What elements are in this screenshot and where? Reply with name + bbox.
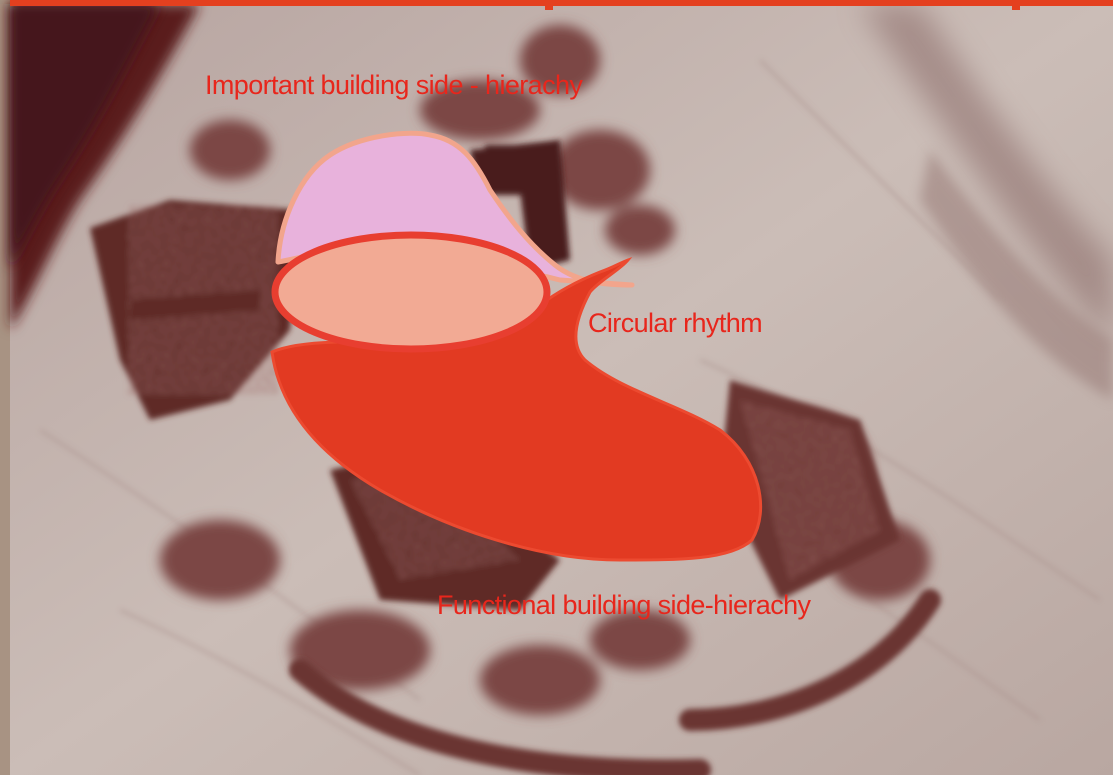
top-bar-notch xyxy=(545,0,553,10)
top-bar-notch-right xyxy=(1012,0,1020,10)
important-building-side-label: Important building side - hierachy xyxy=(205,72,582,99)
circular-rhythm-ellipse xyxy=(275,235,547,349)
circular-rhythm-label: Circular rhythm xyxy=(588,310,762,337)
functional-building-side-label: Functional building side-hierachy xyxy=(437,592,810,619)
top-red-bar xyxy=(10,0,1113,6)
